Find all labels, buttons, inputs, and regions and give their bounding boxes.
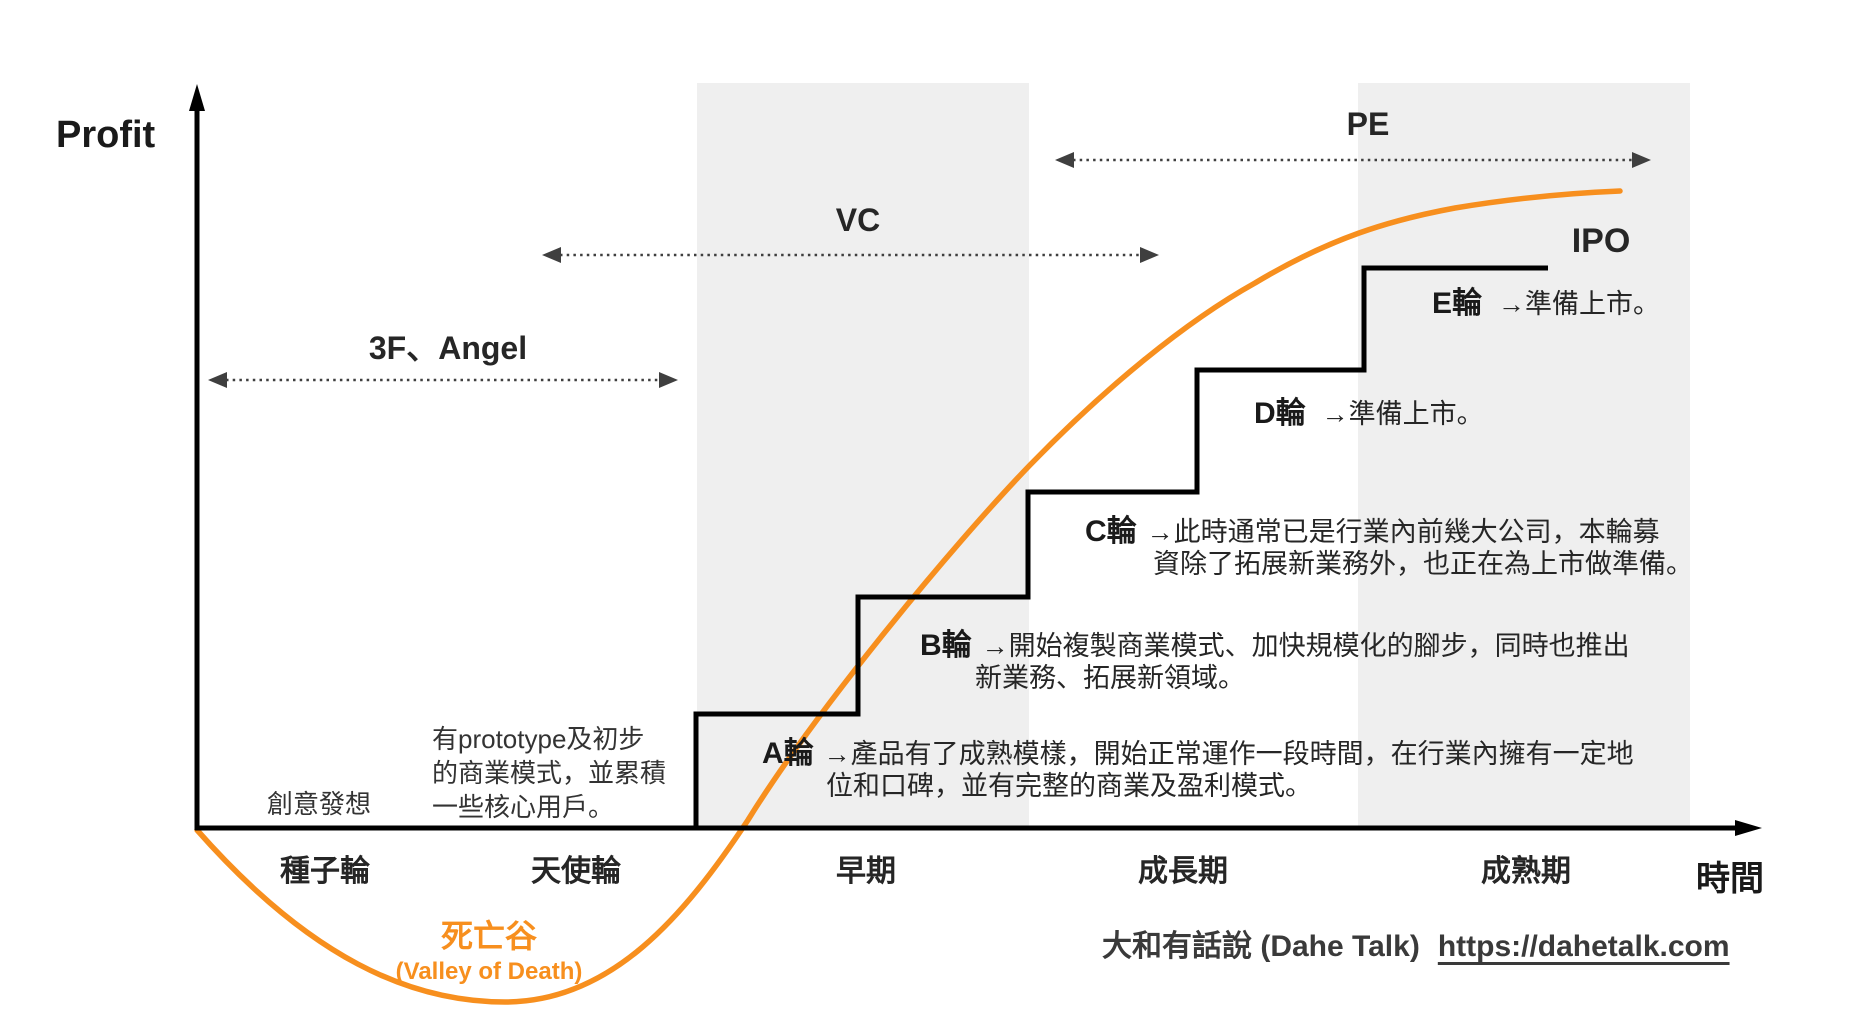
pe-phase-label: PE bbox=[1346, 106, 1390, 142]
vc-arrow-left-head-icon bbox=[542, 247, 561, 263]
round-b-text-line1: →開始複製商業模式、加快規模化的腳步，同時也推出 bbox=[981, 631, 1630, 661]
round-c-annotation: C輪 →此時通常已是行業內前幾大公司，本輪募 資除了拓展新業務外，也正在為上市做… bbox=[1085, 506, 1693, 579]
prototype-note-line3: 一些核心用戶。 bbox=[432, 792, 615, 822]
round-a-text-line1: →產品有了成熟模樣，開始正常運作一段時間，在行業內擁有一定地 bbox=[823, 739, 1634, 769]
attribution: 大和有話說 (Dahe Talk) https://dahetalk.com bbox=[1102, 930, 1730, 965]
funding-staircase bbox=[693, 265, 1548, 828]
round-e-text: →準備上市。 bbox=[1498, 289, 1661, 319]
angel-arrow-right-head-icon bbox=[659, 372, 678, 388]
vc-phase-label: VC bbox=[835, 202, 881, 238]
x-axis-label: 時間 bbox=[1696, 860, 1764, 898]
round-a-label: A輪 bbox=[762, 737, 814, 770]
round-d-label: D輪 bbox=[1254, 397, 1306, 430]
round-a-text-line2: 位和口碑，並有完整的商業及盈利模式。 bbox=[826, 771, 1312, 801]
idea-note: 創意發想 bbox=[267, 789, 372, 819]
prototype-note-line2: 的商業模式，並累積 bbox=[432, 758, 667, 788]
valley-of-death-label-zh: 死亡谷 bbox=[440, 918, 538, 954]
round-b-text-line2: 新業務、拓展新領域。 bbox=[975, 663, 1245, 693]
mature-stage-band bbox=[1358, 83, 1690, 828]
stage-label-angel: 天使輪 bbox=[531, 855, 621, 888]
round-d-annotation: D輪 →準備上市。 bbox=[1254, 388, 1484, 430]
round-a-annotation: A輪 →產品有了成熟模樣，開始正常運作一段時間，在行業內擁有一定地 位和口碑，並… bbox=[762, 728, 1634, 801]
y-axis-arrowhead-icon bbox=[189, 84, 205, 111]
stage-label-mature: 成熟期 bbox=[1481, 855, 1571, 888]
prototype-note: 有prototype及初步 的商業模式，並累積 一些核心用戶。 bbox=[432, 722, 666, 824]
round-c-text-line1: →此時通常已是行業內前幾大公司，本輪募 bbox=[1146, 517, 1660, 547]
valley-of-death-label-en: (Valley of Death) bbox=[395, 958, 583, 985]
round-b-label: B輪 bbox=[920, 629, 972, 662]
round-e-label: E輪 bbox=[1432, 287, 1483, 320]
angel-arrow-left-head-icon bbox=[208, 372, 227, 388]
attribution-brand: 大和有話說 (Dahe Talk) bbox=[1102, 930, 1420, 963]
attribution-link[interactable]: https://dahetalk.com bbox=[1437, 930, 1730, 963]
round-c-text-line2: 資除了拓展新業務外，也正在為上市做準備。 bbox=[1153, 549, 1693, 579]
round-e-annotation: E輪 →準備上市。 bbox=[1432, 278, 1660, 320]
stage-label-early: 早期 bbox=[836, 855, 896, 888]
round-c-label: C輪 bbox=[1085, 515, 1137, 548]
vc-arrow-right-head-icon bbox=[1140, 247, 1159, 263]
stage-label-seed: 種子輪 bbox=[280, 855, 370, 888]
round-d-text: →準備上市。 bbox=[1321, 399, 1484, 429]
pe-arrow-right-head-icon bbox=[1632, 152, 1651, 168]
pe-arrow-left-head-icon bbox=[1055, 152, 1074, 168]
angel-phase-label: 3F、Angel bbox=[368, 330, 528, 366]
profit-curve bbox=[194, 188, 1623, 1005]
x-axis-arrowhead-icon bbox=[1735, 820, 1762, 836]
stage-label-growth: 成長期 bbox=[1138, 855, 1228, 888]
y-axis-label: Profit bbox=[56, 114, 156, 156]
ipo-label: IPO bbox=[1571, 222, 1631, 260]
prototype-note-line1: 有prototype及初步 bbox=[432, 724, 645, 754]
early-stage-band bbox=[697, 83, 1029, 828]
round-b-annotation: B輪 →開始複製商業模式、加快規模化的腳步，同時也推出 新業務、拓展新領域。 bbox=[920, 620, 1630, 693]
